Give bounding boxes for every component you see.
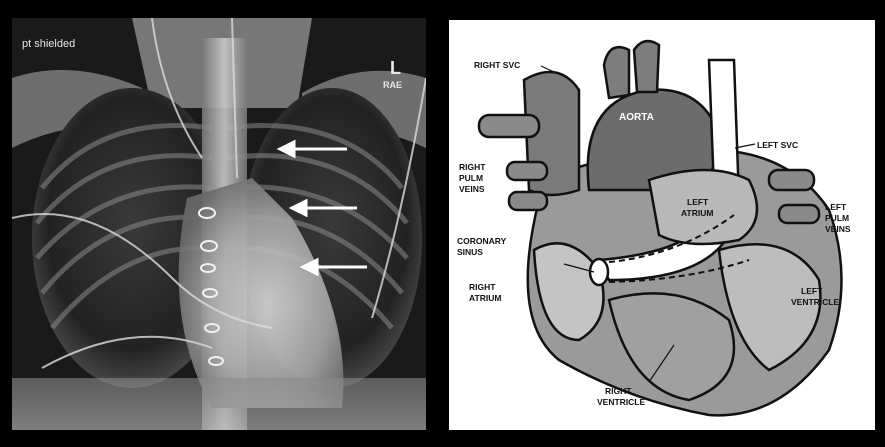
- label-left-atrium-2: ATRIUM: [681, 208, 713, 218]
- heart-diagram-graphic: RIGHT SVC AORTA LEFT SVC RIGHT PULM VEIN…: [449, 20, 875, 430]
- label-right-pulm-veins-2: PULM: [459, 173, 483, 183]
- heart-diagram: RIGHT SVC AORTA LEFT SVC RIGHT PULM VEIN…: [449, 20, 875, 430]
- xray-graphic: [12, 18, 426, 430]
- label-left-pulm-veins-2: PULM: [825, 213, 849, 223]
- label-left-pulm-veins-3: VEINS: [825, 224, 851, 234]
- label-left-pulm-veins-1: LEFT: [825, 202, 847, 212]
- left-atrium-shape: [649, 170, 757, 244]
- chest-xray-image: pt shielded L RAE: [12, 18, 426, 430]
- label-right-svc: RIGHT SVC: [474, 60, 520, 70]
- xray-marker-sub: RAE: [383, 80, 402, 90]
- label-coronary-sinus-2: SINUS: [457, 247, 483, 257]
- label-right-pulm-veins-1: RIGHT: [459, 162, 486, 172]
- xray-corner-note: pt shielded: [22, 38, 75, 50]
- label-coronary-sinus-1: CORONARY: [457, 236, 507, 246]
- label-left-ventricle-1: LEFT: [801, 286, 823, 296]
- xray-side-marker: L: [390, 58, 401, 79]
- top-branch-vessel-1: [604, 47, 629, 98]
- label-right-pulm-veins-3: VEINS: [459, 184, 485, 194]
- top-branch-vessel-2: [634, 41, 659, 92]
- label-right-ventricle-2: VENTRICLE: [597, 397, 646, 407]
- label-right-atrium-1: RIGHT: [469, 282, 496, 292]
- label-right-atrium-2: ATRIUM: [469, 293, 501, 303]
- label-left-ventricle-2: VENTRICLE: [791, 297, 840, 307]
- label-aorta: AORTA: [619, 112, 654, 123]
- label-left-svc: LEFT SVC: [757, 140, 798, 150]
- label-right-ventricle-1: RIGHT: [605, 386, 632, 396]
- label-left-atrium-1: LEFT: [687, 197, 709, 207]
